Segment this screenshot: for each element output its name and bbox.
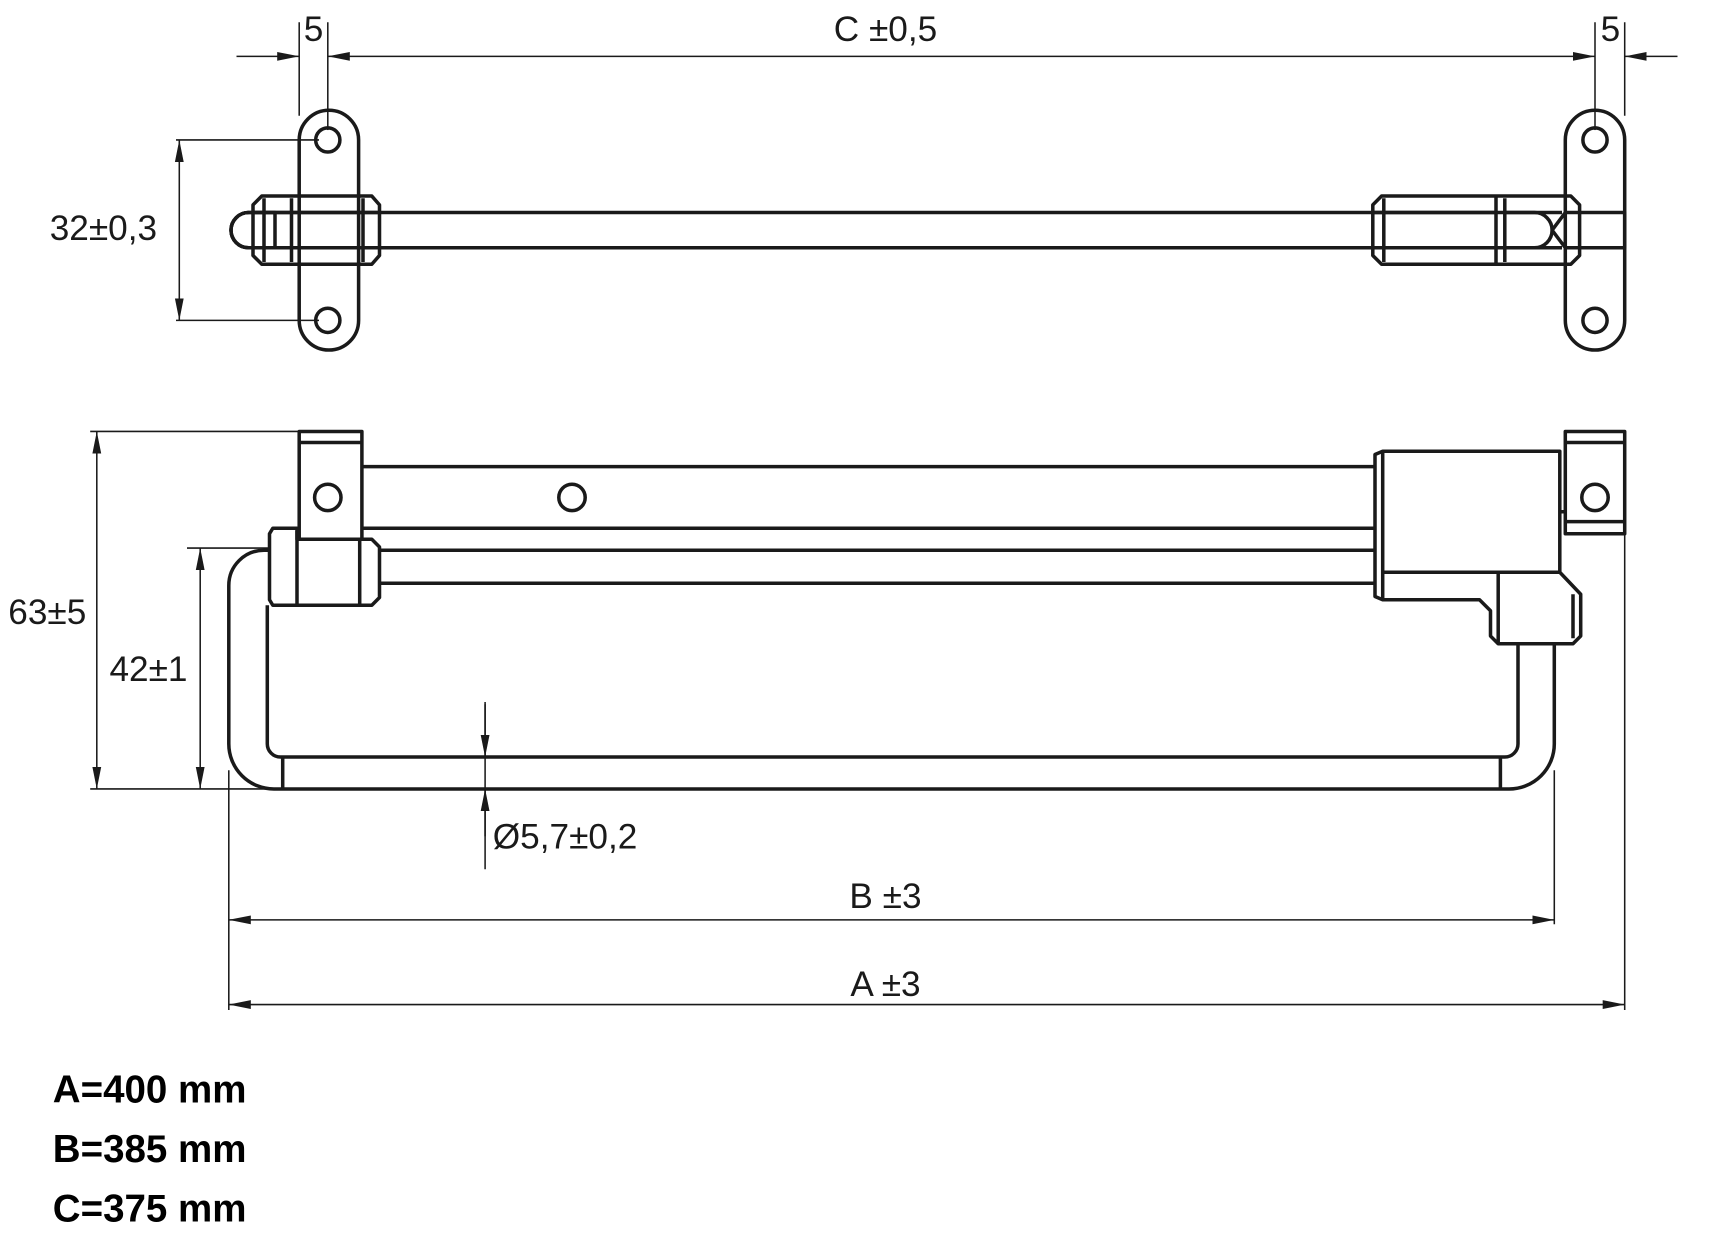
left-collar — [229, 194, 382, 267]
spec-b: B=385 mm — [53, 1128, 247, 1171]
front-view: 63±5 42±1 Ø5,7±0,2 B ±3 A ±3 — [8, 429, 1627, 1011]
left-mounting-plate — [297, 108, 361, 352]
right-bracket — [1563, 429, 1627, 536]
right-collar — [1371, 194, 1627, 267]
dim-label-b: B ±3 — [849, 877, 921, 916]
upper-bar — [361, 464, 1375, 586]
top-extension-lines — [176, 22, 1626, 322]
top-view: 5 C ±0,5 5 32±0,3 — [50, 10, 1678, 352]
front-extension-lines — [90, 430, 1626, 1011]
right-mounting-plate — [1563, 108, 1627, 352]
handle-wire — [227, 548, 1557, 791]
dim-label-left-gap: 5 — [304, 10, 324, 49]
spec-c: C=375 mm — [53, 1187, 247, 1230]
top-rod — [229, 210, 1563, 250]
dim-label-a: A ±3 — [850, 965, 920, 1004]
dim-label-total-height: 63±5 — [8, 593, 86, 632]
right-housing — [1373, 449, 1583, 646]
left-bracket — [297, 429, 364, 542]
spec-a: A=400 mm — [53, 1068, 247, 1111]
dim-label-hole-spacing: 32±0,3 — [50, 209, 157, 248]
dim-label-c: C ±0,5 — [834, 10, 937, 49]
dim-label-wire-diameter: Ø5,7±0,2 — [493, 817, 638, 856]
left-handle-collar — [267, 526, 382, 608]
dim-label-handle-height: 42±1 — [109, 650, 187, 689]
size-specs: A=400 mm B=385 mm C=375 mm — [53, 1068, 247, 1230]
dim-label-right-gap: 5 — [1601, 10, 1621, 49]
handle-wire-inner — [265, 605, 1520, 759]
